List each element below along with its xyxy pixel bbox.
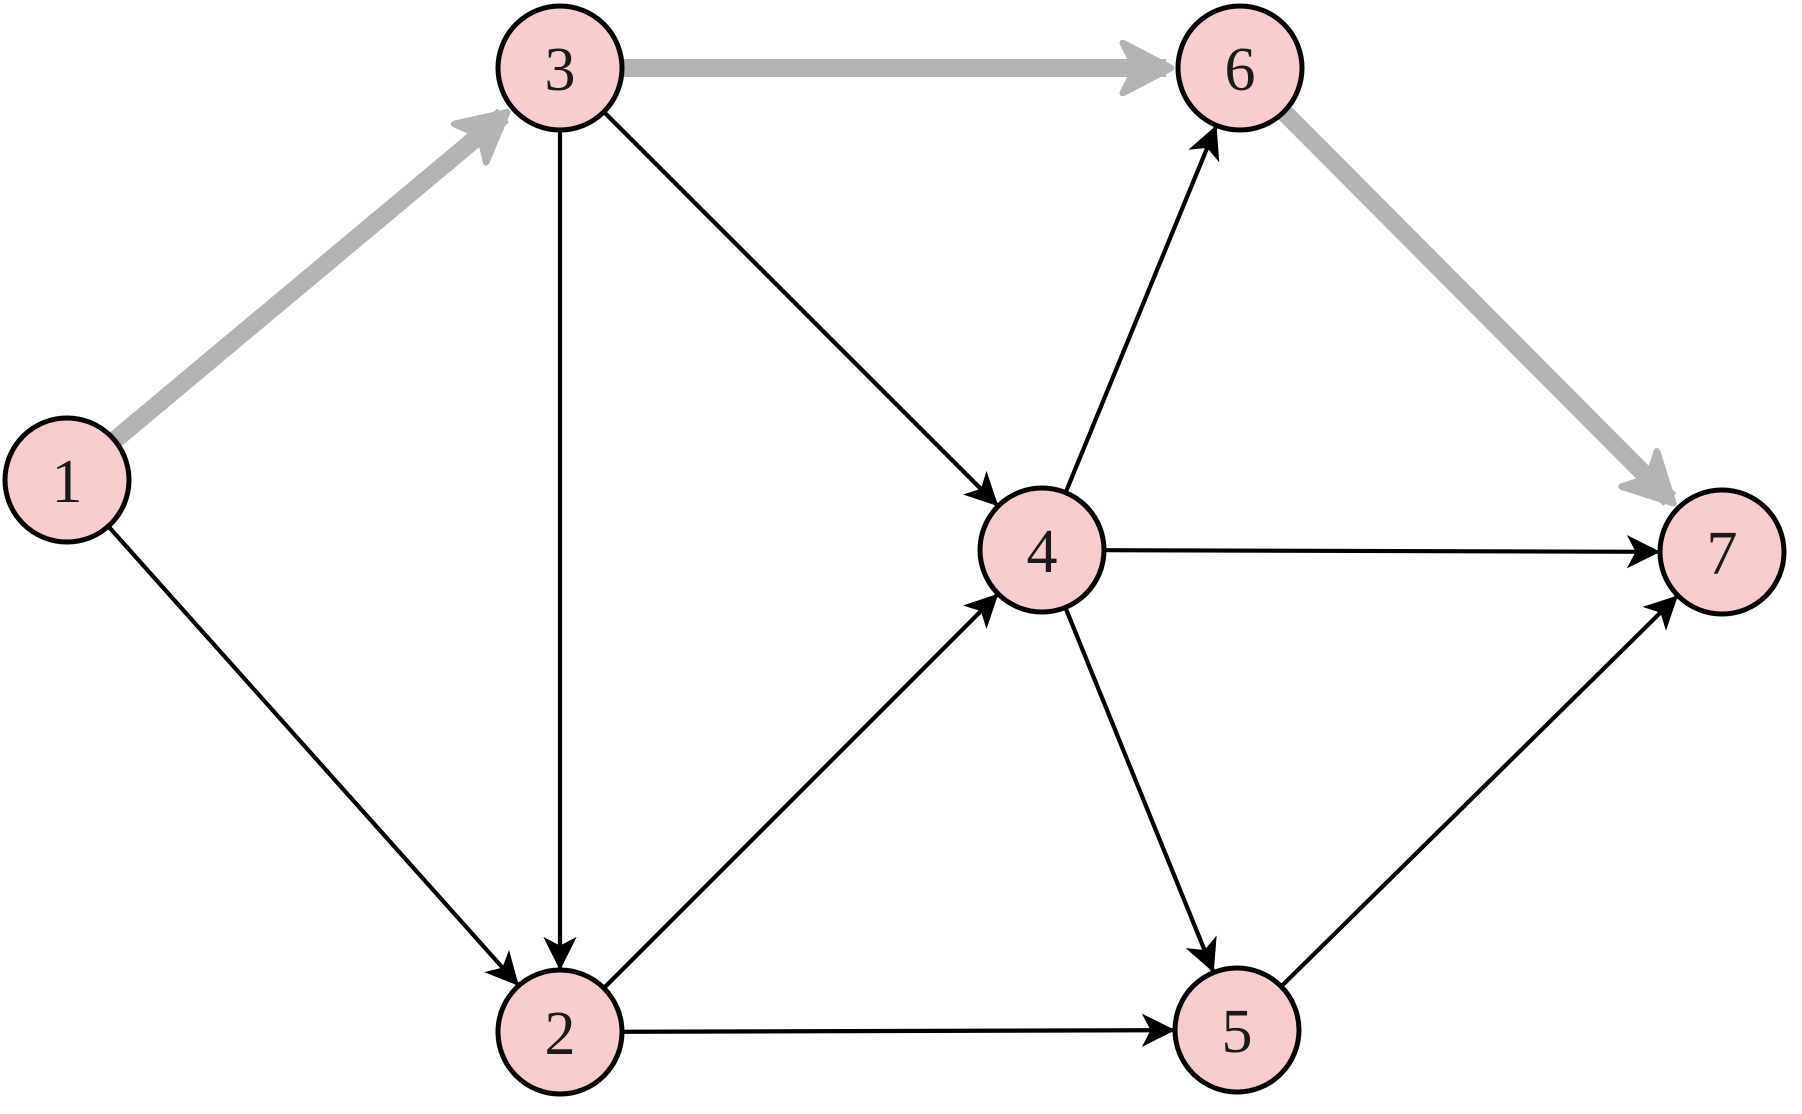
graph-node-6[interactable]: 6 [1175, 3, 1305, 133]
edge-5-to-7 [1279, 595, 1678, 988]
edge-2-to-4 [602, 593, 999, 990]
graph-node-4[interactable]: 4 [977, 485, 1107, 615]
edge-1-to-2 [106, 524, 519, 986]
node-circle-6[interactable] [1175, 3, 1305, 133]
edge-4-to-5 [1063, 606, 1217, 973]
graph-node-1[interactable]: 1 [2, 415, 132, 545]
node-circle-1[interactable] [2, 415, 132, 545]
edge-6-to-7 [1277, 105, 1670, 500]
edge-layer [106, 68, 1678, 1047]
graph-node-2[interactable]: 2 [495, 967, 625, 1097]
node-circle-4[interactable] [977, 485, 1107, 615]
edge-3-to-4 [602, 110, 999, 507]
graph-node-7[interactable]: 7 [1657, 487, 1787, 617]
node-circle-2[interactable] [495, 967, 625, 1097]
edge-2-to-5 [621, 1013, 1176, 1047]
node-circle-3[interactable] [495, 3, 625, 133]
node-circle-7[interactable] [1657, 487, 1787, 617]
edge-4-to-7 [1103, 535, 1661, 569]
node-circle-5[interactable] [1172, 965, 1302, 1095]
edge-1-to-3 [108, 108, 504, 448]
graph-node-5[interactable]: 5 [1172, 965, 1302, 1095]
graph-node-3[interactable]: 3 [495, 3, 625, 133]
edge-4-to-6 [1063, 125, 1220, 494]
